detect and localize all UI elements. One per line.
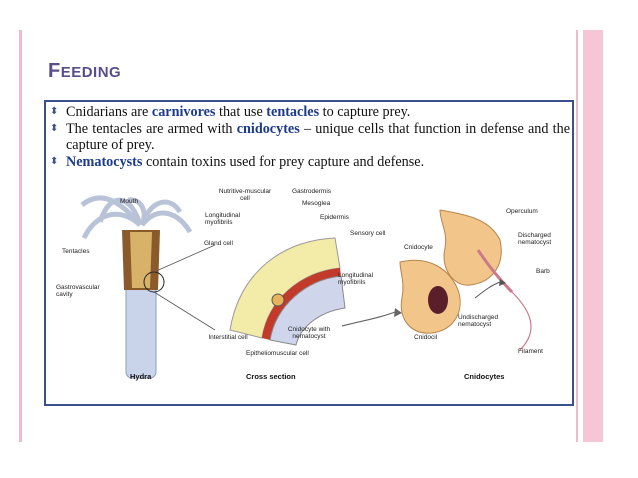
caption-hydra: Hydra (130, 372, 152, 381)
label-discharged-nematocyst: Discharged nematocyst (518, 232, 552, 246)
title-rest: EEDING (60, 64, 122, 81)
label-nutritive-muscular-cell: Nutritive-muscular cell (218, 188, 272, 202)
text-run: that use (215, 104, 267, 120)
term-cnidocytes: cnidocytes (236, 121, 300, 137)
label-sensory-cell: Sensory cell (350, 230, 386, 237)
label-mesoglea: Mesoglea (302, 200, 331, 207)
bullet-arrow-icon: ⬍ (50, 106, 59, 117)
label-gland-cell: Gland cell (204, 240, 233, 247)
bullet-arrow-icon: ⬍ (50, 123, 59, 134)
caption-cross-section: Cross section (246, 372, 296, 381)
bullet-text: Cnidarians are carnivores that use tenta… (66, 104, 570, 120)
right-decor-line (576, 30, 578, 442)
slide-title: FEEDING (48, 60, 121, 83)
right-decor-band (583, 30, 603, 442)
label-filament: Filament (518, 348, 543, 355)
bullet-text: Nematocysts contain toxins used for prey… (66, 154, 570, 170)
text-run: The tentacles are armed with (66, 121, 237, 137)
label-mouth: Mouth (120, 198, 139, 205)
label-longitudinal-myofibrils: Longitudinal myofibrils (205, 212, 241, 226)
label-cnidocyte: Cnidocyte (404, 244, 433, 251)
text-run: to capture prey. (319, 104, 411, 120)
term-carnivores: carnivores (151, 104, 216, 120)
label-epitheliomuscular-cell: Epitheliomuscular cell (246, 350, 309, 357)
label-interstitial-cell: Interstitial cell (208, 334, 248, 341)
text-run: – unique cells that function in defense … (66, 121, 570, 153)
cross-section-illustration (229, 237, 346, 346)
label-gastrodermis: Gastrodermis (292, 188, 332, 195)
label-epidermis: Epidermis (320, 214, 349, 221)
label-longitudinal-myofibrils-2: Longitudinal myofibrils (338, 272, 374, 286)
bullet-item: ⬍ The tentacles are armed with cnidocyte… (50, 121, 570, 153)
label-gastrovascular-cavity: Gastrovascular cavity (56, 284, 100, 298)
label-tentacles: Tentacles (62, 248, 90, 255)
bullet-item: ⬍ Cnidarians are carnivores that use ten… (50, 104, 570, 120)
bullet-arrow-icon: ⬍ (50, 156, 59, 167)
bullet-list: ⬍ Cnidarians are carnivores that use ten… (50, 104, 570, 171)
text-run: Cnidarians are (66, 104, 152, 120)
term-tentacles: tentacles (266, 104, 320, 120)
text-run: contain toxins used for prey capture and… (142, 154, 425, 170)
bullet-item: ⬍ Nematocysts contain toxins used for pr… (50, 154, 570, 170)
label-cnidocyte-with-nematocyst: Cnidocyte with nematocyst (287, 326, 331, 340)
cnidocytes-illustration (399, 209, 532, 351)
label-operculum: Operculum (506, 208, 538, 215)
caption-cnidocytes: Cnidocytes (464, 372, 505, 381)
hydra-illustration (80, 195, 193, 379)
term-nematocysts: Nematocysts (66, 154, 143, 170)
label-barb: Barb (536, 268, 550, 275)
title-initial: F (48, 60, 61, 82)
bullet-text: The tentacles are armed with cnidocytes … (66, 121, 570, 153)
left-decor-line (19, 30, 22, 442)
label-undischarged-nematocyst: Undischarged nematocyst (458, 314, 499, 328)
label-cnidocil: Cnidocil (414, 334, 438, 341)
